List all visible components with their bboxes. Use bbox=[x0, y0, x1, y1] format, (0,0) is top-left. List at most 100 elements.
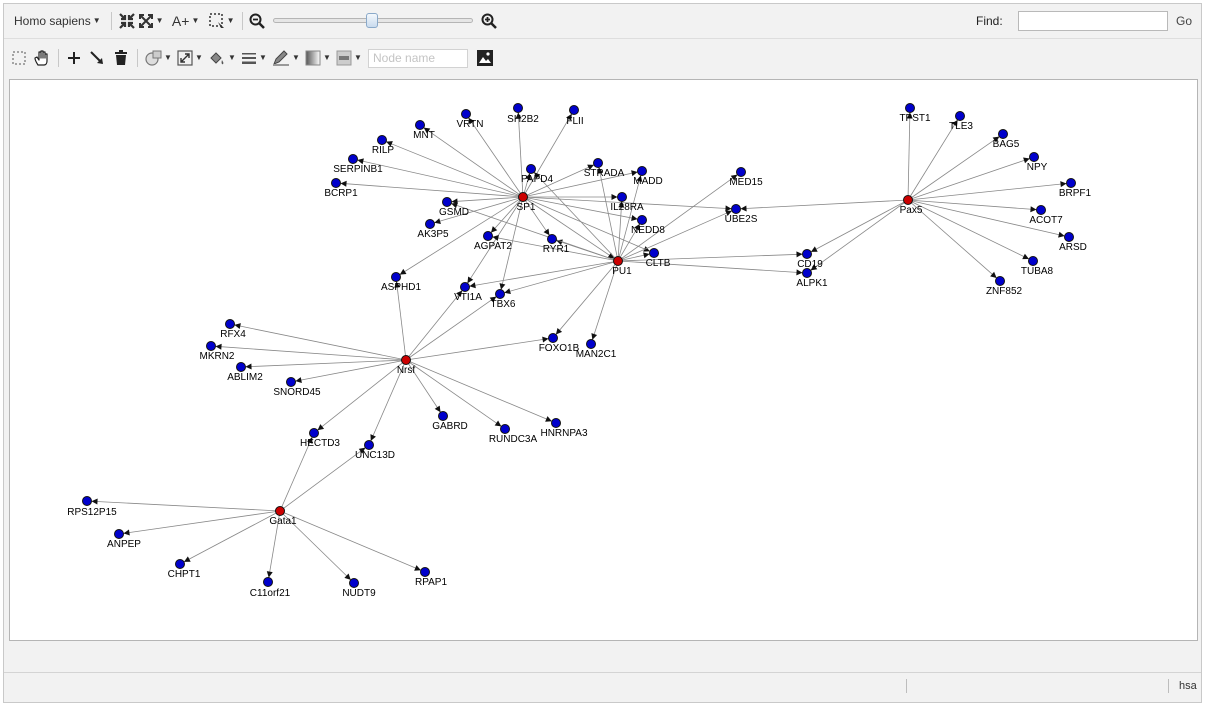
edge-pu1-man2c1[interactable] bbox=[592, 260, 619, 340]
node-circle[interactable] bbox=[637, 215, 647, 225]
node-ablim2[interactable]: ABLIM2 bbox=[227, 362, 263, 384]
line-style-dropdown[interactable]: ▼ bbox=[238, 46, 270, 70]
node-foxo1b[interactable]: FOXO1B bbox=[539, 333, 580, 355]
edge-pax5-arsd[interactable] bbox=[907, 199, 1065, 237]
edge-sp1-ak3p5[interactable] bbox=[434, 196, 524, 224]
node-alpk1[interactable]: ALPK1 bbox=[796, 268, 828, 290]
edge-sp1-pu1[interactable] bbox=[522, 196, 615, 259]
edge-sp1-madd[interactable] bbox=[522, 171, 638, 198]
edge-nrsf-snord45[interactable] bbox=[295, 359, 407, 382]
edge-sp1-agpat2[interactable] bbox=[490, 196, 524, 233]
node-vrtn[interactable]: VRTN bbox=[456, 109, 484, 131]
edge-sp1-asphd1[interactable] bbox=[399, 196, 524, 275]
edge-gata1-rps12p15[interactable] bbox=[91, 500, 281, 512]
node-circle[interactable] bbox=[802, 249, 812, 259]
node-circle[interactable] bbox=[225, 319, 235, 329]
node-size-dropdown[interactable]: ▼ bbox=[174, 46, 206, 70]
edge-nrsf-foxo1b[interactable] bbox=[405, 338, 549, 361]
edge-pu1-madd[interactable] bbox=[617, 175, 642, 262]
zoom-slider[interactable] bbox=[272, 11, 473, 31]
node-bcrp1[interactable]: BCRP1 bbox=[324, 178, 358, 200]
edge-nrsf-tbx6[interactable] bbox=[405, 296, 497, 361]
node-asphd1[interactable]: ASPHD1 bbox=[381, 272, 421, 294]
node-circle[interactable] bbox=[586, 339, 596, 349]
node-rundc3a[interactable]: RUNDC3A bbox=[489, 424, 538, 446]
edge-pax5-tuba8[interactable] bbox=[907, 199, 1030, 260]
node-vti1a[interactable]: VTI1A bbox=[454, 282, 482, 304]
zoom-in-button[interactable] bbox=[479, 9, 499, 33]
species-dropdown[interactable]: Homo sapiens ▼ bbox=[4, 9, 107, 33]
edge-pu1-vti1a[interactable] bbox=[469, 260, 619, 287]
edge-pax5-tle3[interactable] bbox=[907, 119, 958, 201]
node-circle[interactable] bbox=[425, 219, 435, 229]
node-med15[interactable]: MED15 bbox=[729, 167, 763, 189]
node-tuba8[interactable]: TUBA8 bbox=[1021, 256, 1054, 278]
node-znf852[interactable]: ZNF852 bbox=[986, 276, 1023, 298]
edge-sp1-ryr1[interactable] bbox=[522, 196, 550, 236]
edge-sp1-gsmd[interactable] bbox=[451, 196, 524, 203]
node-circle[interactable] bbox=[331, 178, 341, 188]
node-arsd[interactable]: ARSD bbox=[1059, 232, 1087, 254]
node-circle[interactable] bbox=[649, 248, 659, 258]
edge-pu1-gsmd[interactable] bbox=[451, 203, 619, 262]
edge-nrsf-hectd3[interactable] bbox=[317, 359, 407, 431]
node-circle[interactable] bbox=[513, 103, 523, 113]
node-circle[interactable] bbox=[551, 418, 561, 428]
delete-button[interactable] bbox=[109, 46, 133, 70]
node-circle[interactable] bbox=[483, 231, 493, 241]
collapse-all-button[interactable] bbox=[116, 9, 138, 33]
node-strada[interactable]: STRADA bbox=[584, 158, 625, 180]
node-nudt9[interactable]: NUDT9 bbox=[342, 578, 376, 600]
node-cltb[interactable]: CLTB bbox=[646, 248, 671, 270]
node-circle[interactable] bbox=[518, 192, 528, 202]
node-bag5[interactable]: BAG5 bbox=[993, 129, 1020, 151]
node-chpt1[interactable]: CHPT1 bbox=[168, 559, 201, 581]
edge-gata1-rpap1[interactable] bbox=[279, 510, 422, 571]
node-circle[interactable] bbox=[1064, 232, 1074, 242]
find-input[interactable] bbox=[1018, 11, 1168, 31]
node-circle[interactable] bbox=[438, 411, 448, 421]
go-button[interactable]: Go bbox=[1176, 14, 1193, 28]
add-node-button[interactable] bbox=[63, 46, 85, 70]
edge-pu1-agpat2[interactable] bbox=[492, 236, 619, 262]
node-ryr1[interactable]: RYR1 bbox=[543, 234, 570, 256]
node-c11orf21[interactable]: C11orf21 bbox=[250, 577, 291, 600]
edge-pax5-npy[interactable] bbox=[907, 158, 1030, 201]
node-circle[interactable] bbox=[275, 506, 285, 516]
edge-pu1-nedd8[interactable] bbox=[617, 223, 641, 262]
edge-sp1-vrtn[interactable] bbox=[468, 117, 524, 198]
edge-pax5-ube2s[interactable] bbox=[740, 199, 909, 210]
node-circle[interactable] bbox=[526, 164, 536, 174]
line-color-dropdown[interactable]: ▼ bbox=[270, 46, 302, 70]
edge-sp1-vti1a[interactable] bbox=[467, 196, 524, 284]
node-circle[interactable] bbox=[364, 440, 374, 450]
node-circle[interactable] bbox=[391, 272, 401, 282]
node-circle[interactable] bbox=[955, 111, 965, 121]
node-mkrn2[interactable]: MKRN2 bbox=[199, 341, 235, 363]
edge-sp1-rilp[interactable] bbox=[386, 141, 524, 198]
node-unc13d[interactable]: UNC13D bbox=[355, 440, 395, 462]
node-circle[interactable] bbox=[617, 192, 627, 202]
edge-nrsf-hnrnpa3[interactable] bbox=[405, 359, 553, 422]
edge-sp1-strada[interactable] bbox=[522, 164, 595, 198]
edge-gata1-hectd3[interactable] bbox=[279, 436, 313, 512]
node-rfx4[interactable]: RFX4 bbox=[220, 319, 246, 341]
border-style-dropdown[interactable]: ▼ bbox=[334, 46, 364, 70]
edge-sp1-mnt[interactable] bbox=[423, 127, 524, 198]
edge-sp1-ube2s[interactable] bbox=[522, 196, 732, 210]
edge-pax5-brpf1[interactable] bbox=[907, 183, 1067, 201]
node-hectd3[interactable]: HECTD3 bbox=[300, 428, 340, 450]
edge-pu1-alpk1[interactable] bbox=[617, 260, 803, 274]
node-serpinb1[interactable]: SERPINB1 bbox=[333, 154, 383, 176]
node-acot7[interactable]: ACOT7 bbox=[1029, 205, 1063, 227]
layout-dropdown[interactable]: ▼ bbox=[138, 9, 164, 33]
hub-node-gata1[interactable]: Gata1 bbox=[269, 506, 297, 528]
edge-sp1-bcrp1[interactable] bbox=[340, 182, 524, 198]
node-man2c1[interactable]: MAN2C1 bbox=[576, 339, 617, 361]
node-flii[interactable]: FLII bbox=[566, 105, 584, 128]
node-brpf1[interactable]: BRPF1 bbox=[1059, 178, 1092, 200]
node-circle[interactable] bbox=[903, 195, 913, 205]
node-circle[interactable] bbox=[802, 268, 812, 278]
